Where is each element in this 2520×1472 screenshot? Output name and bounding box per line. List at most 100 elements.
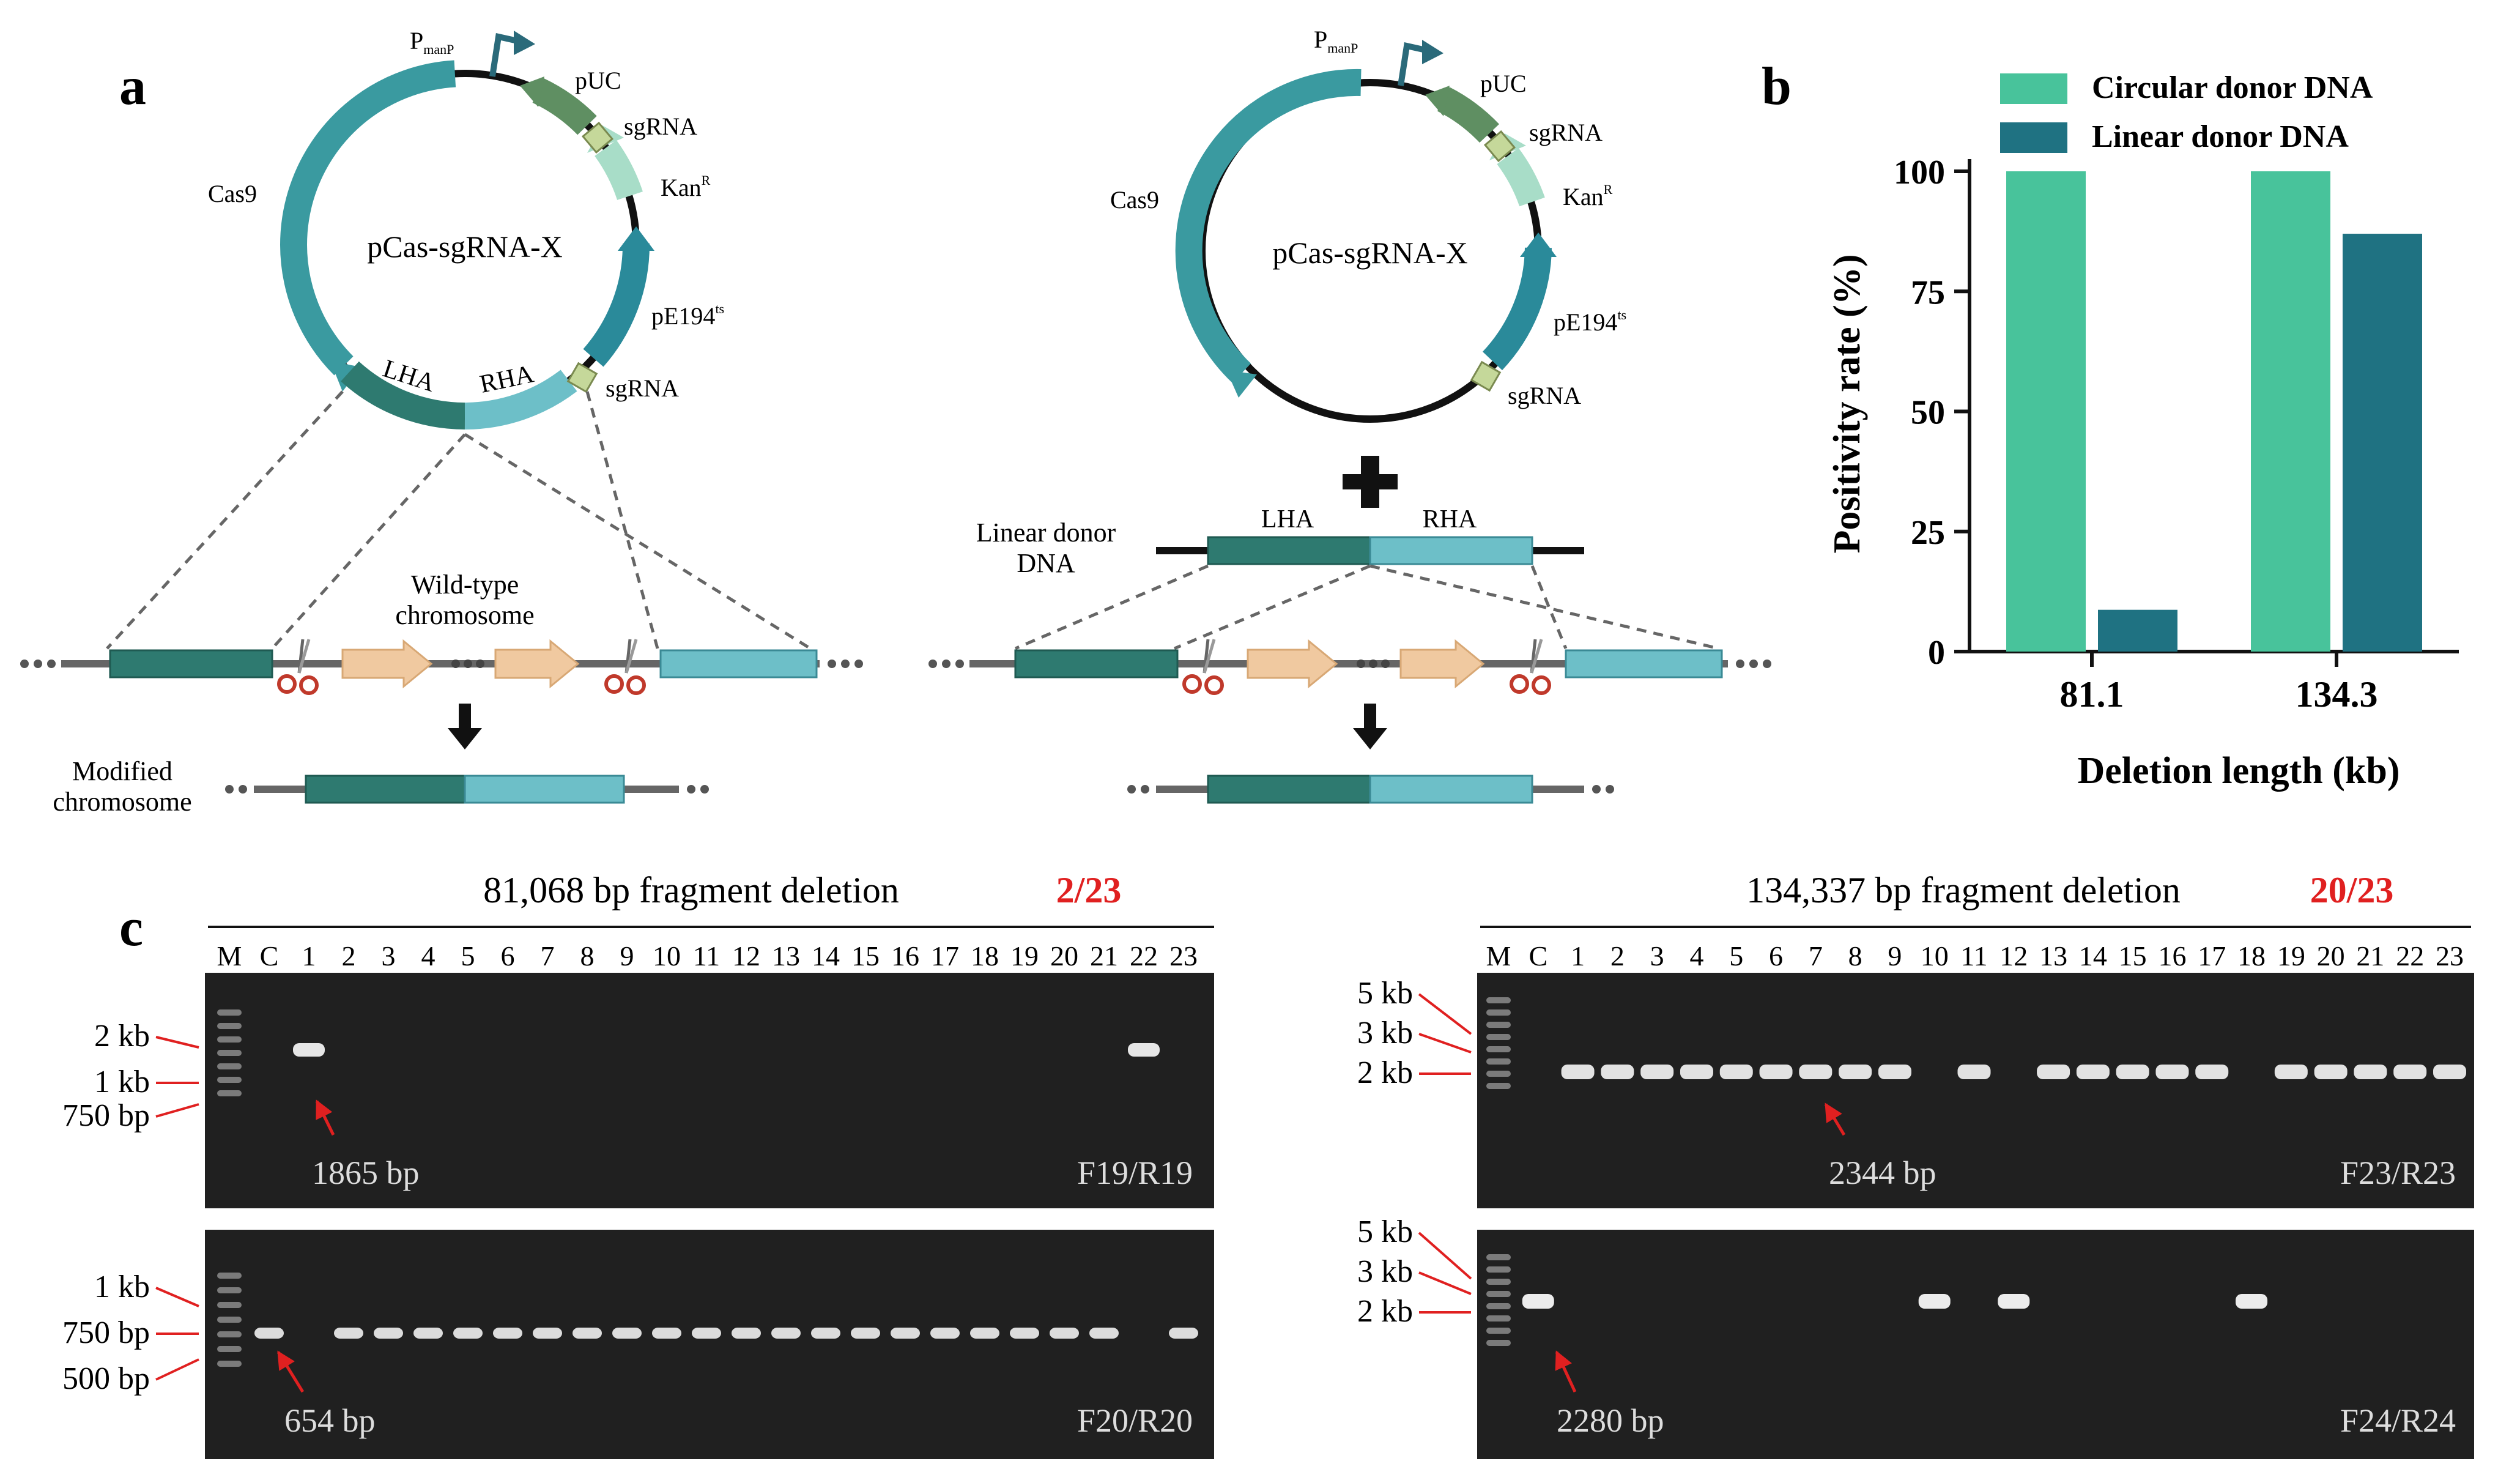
kan-label: KanR — [661, 173, 711, 201]
gel-band — [1839, 1065, 1872, 1079]
lane-label: 22 — [1130, 940, 1158, 972]
left-gel-2-primer: F20/R20 — [1077, 1402, 1193, 1439]
legend-label: Circular donor DNA — [2092, 70, 2373, 105]
gel-band — [533, 1328, 562, 1339]
bar-circular-134.3 — [2251, 171, 2330, 652]
lane-label: 14 — [2079, 940, 2107, 972]
lane-label: 1 — [302, 940, 316, 972]
pe194-label: pE194ts — [651, 301, 724, 330]
gel-band — [493, 1328, 522, 1339]
lane-label: 22 — [2396, 940, 2424, 972]
right-gel-ratio: 20/23 — [2310, 870, 2394, 910]
lane-label: 9 — [1888, 940, 1902, 972]
ladder-band — [1486, 997, 1511, 1003]
plasmid-name: pCas-sgRNA-X — [367, 229, 562, 264]
gel-band — [1878, 1065, 1911, 1079]
sgrna-top-label: sgRNA — [1529, 119, 1603, 146]
gel-band — [1561, 1065, 1595, 1079]
lane-label: 21 — [2356, 940, 2384, 972]
gel-band — [2236, 1294, 2268, 1309]
y-tick-label: 100 — [1894, 154, 1945, 191]
puc-arrowhead — [520, 76, 544, 107]
marker-label: 2 kb — [1357, 1055, 1413, 1090]
panel-b-label: b — [1762, 57, 1792, 116]
ladder-band — [1486, 1009, 1511, 1016]
ladder-band — [1486, 1291, 1511, 1297]
left-gel-title: 81,068 bp fragment deletion — [483, 870, 899, 910]
size-pointer-arrow — [1555, 1350, 1577, 1393]
right-gel-2-bands — [1486, 1254, 2268, 1346]
puc-label: pUC — [575, 67, 621, 94]
bar-linear-81.1 — [2098, 609, 2177, 652]
lane-label: 8 — [580, 940, 595, 972]
pmanp-label: PmanP — [410, 27, 454, 57]
marker-label: 3 kb — [1357, 1016, 1413, 1050]
puc-label: pUC — [1480, 70, 1527, 97]
lane-label: C — [1529, 940, 1547, 972]
lane-label: 13 — [2039, 940, 2067, 972]
lane-label: 13 — [772, 940, 800, 972]
gel-band — [293, 1043, 325, 1057]
y-tick-label: 25 — [1911, 514, 1945, 552]
wildtype-label-2: chromosome — [395, 600, 534, 630]
ladder-band — [1486, 1034, 1511, 1040]
sgrna-box-bottom — [1470, 360, 1502, 392]
kan-segment — [1497, 147, 1545, 207]
panel-a: a pCas-sgRNA-X Cas9 PmanP pUC sgRNA KanR — [20, 26, 1771, 817]
kan-label-main: Kan — [661, 174, 702, 201]
ladder-band — [1486, 1328, 1511, 1334]
gel-band — [2195, 1065, 2229, 1079]
panel-c-label: c — [119, 898, 143, 957]
ladder-band — [1486, 1058, 1511, 1065]
dashed-guides-left — [106, 390, 812, 650]
gel-band — [334, 1328, 363, 1339]
marker-label: 2 kb — [94, 1019, 150, 1054]
pe194-label-main: pE194 — [651, 302, 715, 330]
pe194-label-main: pE194 — [1554, 308, 1617, 336]
marker-label: 750 bp — [62, 1098, 150, 1133]
right-gel-2 — [1477, 1230, 2474, 1459]
x-tick-label: 81.1 — [2060, 674, 2124, 715]
gel-band — [2433, 1065, 2466, 1079]
left-gel-1-size: 1865 bp — [312, 1154, 420, 1191]
modified-chromosome-right — [1127, 775, 1614, 804]
pmanp-label-main: P — [1314, 26, 1327, 53]
bar-linear-134.3 — [2343, 234, 2422, 652]
marker-label: 1 kb — [94, 1269, 150, 1304]
lane-label: 7 — [541, 940, 555, 972]
ladder-band — [217, 1050, 242, 1056]
ladder-band — [217, 1346, 242, 1352]
kan-label-sup: R — [1604, 182, 1613, 197]
linear-donor-plasmid: pCas-sgRNA-X Cas9 PmanP pUC sgRNA KanR p… — [1110, 26, 1626, 423]
left-gel-2-bands — [217, 1273, 1198, 1367]
rha-segment — [464, 370, 577, 429]
pmanp-arrowhead — [514, 31, 535, 55]
lane-label: 10 — [653, 940, 681, 972]
gel-band — [1128, 1043, 1160, 1057]
lane-label: 4 — [421, 940, 435, 972]
ladder-band — [217, 1036, 242, 1043]
gel-band — [732, 1328, 761, 1339]
puc-segment — [532, 78, 597, 135]
marker-label: 1 kb — [94, 1065, 150, 1099]
dashed-guides-right — [1015, 564, 1719, 650]
gel-band — [453, 1328, 483, 1339]
left-gel-2-size: 654 bp — [284, 1402, 376, 1439]
lane-label: 5 — [1729, 940, 1743, 972]
size-pointer-arrow — [276, 1350, 305, 1393]
chart-xlabel: Deletion length (kb) — [2078, 750, 2400, 792]
gel-band — [254, 1328, 284, 1339]
marker-label: 750 bp — [62, 1315, 150, 1350]
kan-segment — [594, 140, 643, 201]
marker-label: 2 kb — [1357, 1294, 1413, 1329]
right-gel-2-size: 2280 bp — [1557, 1402, 1664, 1439]
y-tick-label: 75 — [1911, 273, 1945, 311]
size-pointer-arrow — [1824, 1102, 1846, 1136]
lane-label: 3 — [1650, 940, 1664, 972]
